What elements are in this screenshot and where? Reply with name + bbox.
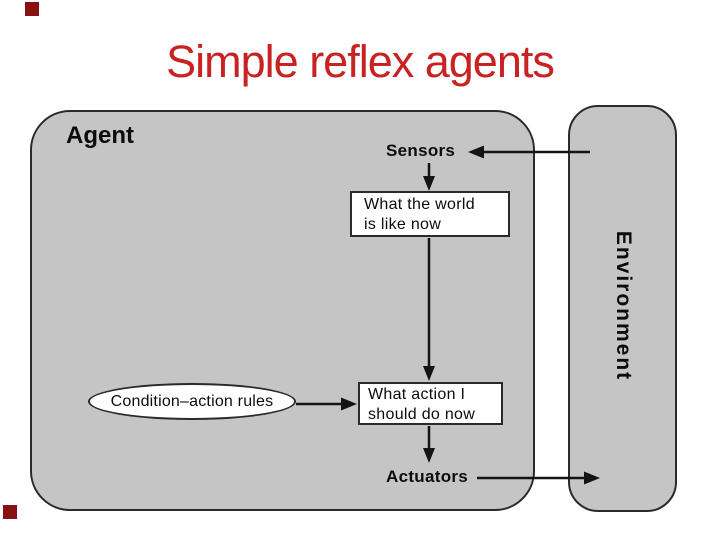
corner-square-top-left (25, 2, 39, 16)
slide-title: Simple reflex agents (166, 36, 555, 87)
condition-action-rules-ellipse: Condition–action rules (88, 383, 296, 420)
environment-label: Environment (612, 230, 635, 382)
corner-square-bottom-left (3, 505, 17, 519)
sensors-label: Sensors (386, 141, 456, 160)
action-choice-line2: should do now (368, 406, 476, 423)
environment-container (568, 105, 677, 512)
agent-container (30, 110, 535, 511)
world-state-box: What the world is like now (350, 191, 510, 237)
condition-action-rules-label: Condition–action rules (110, 392, 274, 410)
world-state-line2: is like now (364, 216, 442, 233)
action-choice-box: What action I should do now (358, 382, 503, 425)
world-state-line1: What the world (364, 196, 475, 213)
agent-label: Agent (66, 122, 134, 149)
action-choice-line1: What action I (368, 386, 466, 403)
actuators-label: Actuators (386, 467, 469, 486)
